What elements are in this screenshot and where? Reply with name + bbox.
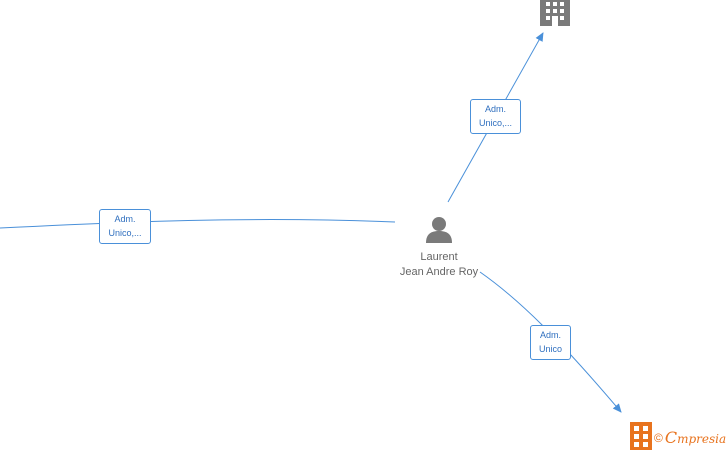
edge-label-line1: Adm. — [484, 104, 506, 114]
brand-initial: C — [664, 428, 678, 447]
brand-rest: mpresia — [677, 432, 727, 446]
building-icon[interactable] — [540, 0, 570, 26]
edge-label-top[interactable]: Adm. Unico,... — [470, 99, 521, 134]
edge-line-left-company — [0, 219, 396, 229]
brand-logo-text: Cmpresia — [665, 428, 726, 447]
edge-label-left[interactable]: Adm. Unico,... — [99, 209, 151, 244]
edge-label-line1: Adm. — [539, 330, 561, 340]
person-node-label[interactable]: Laurent Jean Andre Roy — [380, 250, 498, 280]
watermark: © Cmpresia — [653, 428, 726, 447]
edge-label-line1: Adm. — [114, 214, 136, 224]
person-icon[interactable] — [426, 217, 452, 243]
person-name-line1: Laurent — [420, 251, 458, 263]
edge-label-line2: Unico — [538, 344, 562, 354]
edge-label-bottom[interactable]: Adm. Unico — [530, 325, 571, 360]
person-name-line2: Jean Andre Roy — [399, 266, 479, 278]
building-icon[interactable] — [630, 422, 652, 450]
edge-label-line2: Unico,... — [478, 118, 512, 128]
copyright-symbol: © — [654, 430, 663, 445]
edge-label-line2: Unico,... — [108, 228, 142, 238]
